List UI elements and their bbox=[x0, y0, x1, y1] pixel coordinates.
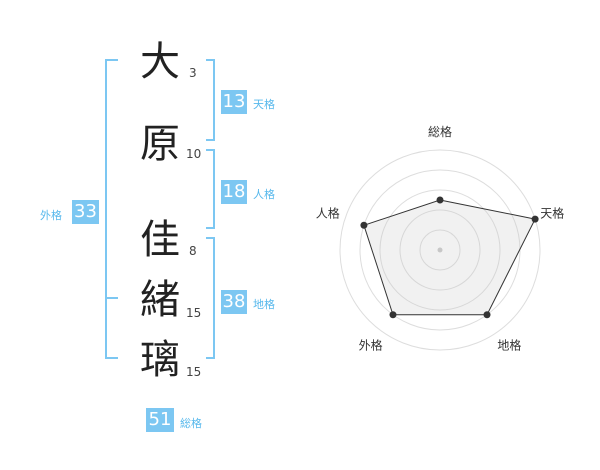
soukaku-label: 総格 bbox=[180, 417, 202, 430]
gaikaku-bracket bbox=[105, 59, 118, 359]
radar-rings bbox=[339, 149, 541, 351]
chikaku-label: 地格 bbox=[253, 298, 275, 311]
chikaku-bracket bbox=[206, 237, 215, 359]
radar-axis-label-4: 外格 bbox=[359, 337, 383, 352]
radar-point-5 bbox=[360, 221, 368, 229]
radar-point-3 bbox=[483, 311, 491, 319]
radar-center-dot bbox=[437, 247, 443, 253]
name-char-3: 佳 bbox=[140, 217, 180, 263]
radar-axis-label-1: 総格 bbox=[428, 124, 452, 139]
radar-point-1 bbox=[436, 196, 444, 204]
jinkaku-label: 人格 bbox=[253, 188, 275, 201]
radar-polygon-group bbox=[360, 196, 539, 319]
soukaku-badge: 51 bbox=[146, 408, 174, 432]
tenkaku-badge: 13 bbox=[221, 90, 247, 114]
name-char-2: 原 bbox=[140, 121, 180, 167]
jinkaku-badge: 18 bbox=[221, 180, 247, 204]
name-char-5: 璃 bbox=[140, 337, 180, 383]
jinkaku-bracket bbox=[206, 149, 215, 229]
tenkaku-bracket bbox=[206, 59, 215, 141]
radar-axis-label-2: 天格 bbox=[540, 206, 564, 221]
radar-point-2 bbox=[531, 215, 539, 223]
gaikaku-badge: 33 bbox=[72, 200, 99, 224]
stroke-count-2: 10 bbox=[186, 147, 202, 161]
stroke-count-5: 15 bbox=[186, 365, 202, 379]
stroke-count-3: 8 bbox=[189, 244, 197, 258]
stroke-count-1: 3 bbox=[189, 66, 197, 80]
gaikaku-label: 外格 bbox=[40, 209, 62, 222]
radar-ring-5 bbox=[339, 149, 541, 351]
radar-axis-label-3: 地格 bbox=[497, 337, 521, 352]
radar-ring-3 bbox=[379, 189, 501, 311]
stroke-count-4: 15 bbox=[186, 306, 202, 320]
name-char-1: 大 bbox=[140, 39, 180, 85]
tenkaku-label: 天格 bbox=[253, 98, 275, 111]
bracket-lines bbox=[105, 59, 215, 359]
radar-ring-2 bbox=[399, 209, 481, 291]
radar-ring-1 bbox=[419, 229, 461, 271]
name-char-4: 緒 bbox=[140, 277, 180, 323]
radar-axis-label-5: 人格 bbox=[316, 206, 340, 221]
radar-point-4 bbox=[389, 311, 397, 319]
chikaku-badge: 38 bbox=[221, 290, 247, 314]
radar-polygon bbox=[363, 199, 536, 316]
